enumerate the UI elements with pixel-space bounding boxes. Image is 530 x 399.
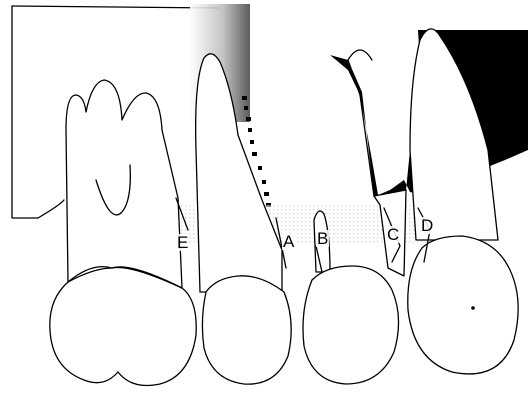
label-e: E [176,234,189,251]
molar-root [66,80,182,288]
label-c: C [386,226,400,243]
label-b: B [316,230,329,247]
tooth-d-dot [471,306,475,310]
label-a: A [282,233,295,250]
tooth-c-root-line [348,50,374,196]
alveolar-bone-outline [12,6,64,218]
label-d: D [420,217,434,234]
premolar-a-crown [202,276,291,384]
alveolar-bone-top-line [12,6,218,8]
premolar-b-crown [303,266,399,384]
